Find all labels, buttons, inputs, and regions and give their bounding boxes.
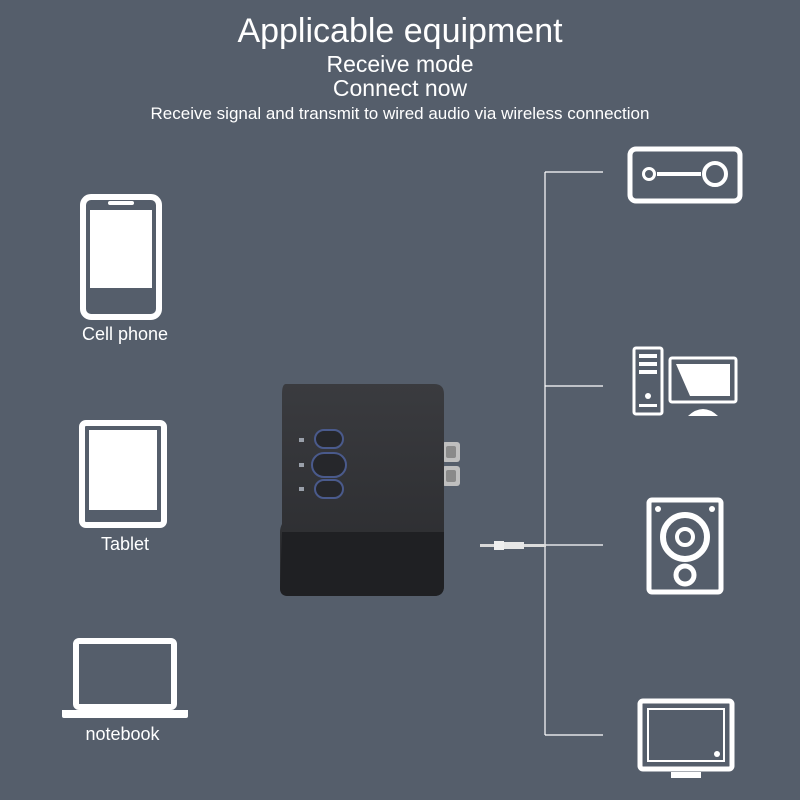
desktop-computer-icon [632, 346, 738, 416]
description-text: Receive signal and transmit to wired aud… [150, 104, 650, 123]
notebook-icon [62, 638, 188, 718]
notebook-label: notebook [85, 724, 160, 744]
page-title: Applicable equipment [237, 12, 563, 50]
tv-monitor-icon [637, 698, 735, 778]
cell-phone-icon [80, 194, 162, 320]
amplifier-icon [627, 146, 743, 204]
tablet-label: Tablet [100, 534, 150, 554]
connect-label: Connect now [332, 75, 468, 101]
mode-label: Receive mode [326, 51, 474, 77]
tablet-icon [79, 420, 167, 528]
bluetooth-receiver-device [280, 384, 460, 596]
cell-phone-label: Cell phone [81, 324, 169, 344]
audio-cable-plug [480, 541, 546, 550]
speaker-icon [646, 497, 724, 595]
